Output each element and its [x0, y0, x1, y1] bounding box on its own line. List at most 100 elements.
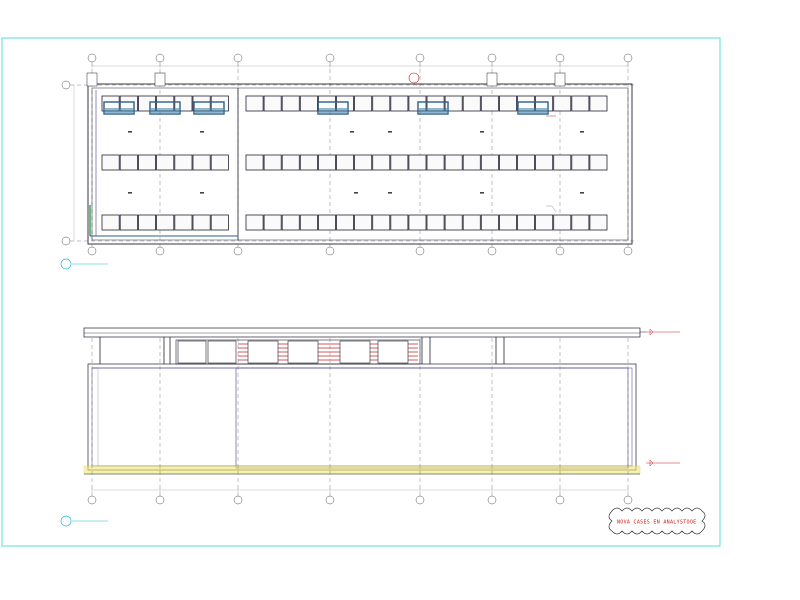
level-marker-bottom [646, 459, 680, 467]
elev-clerestory-panel [377, 340, 409, 364]
plan-panel-right-row [408, 214, 427, 231]
plan-marker-tick [388, 192, 392, 194]
plan-panel-right-row [571, 95, 590, 112]
plan-panel-left-row [210, 214, 229, 231]
plan-panel-left-row [174, 214, 193, 231]
plan-panel-right-row [372, 214, 391, 231]
plan-grid-bubble-top [623, 53, 633, 63]
plan-panel-right-row [263, 95, 282, 112]
plan-panel-right-row [553, 214, 572, 231]
plan-highlight-fill [319, 108, 347, 113]
plan-red-marker [408, 72, 420, 84]
plan-marker-tick [200, 192, 204, 194]
plan-marker-tick [354, 192, 358, 194]
elev-inner-panel-left [97, 367, 237, 467]
plan-column-notch [554, 72, 566, 87]
plan-panel-right-row [408, 154, 427, 171]
plan-panel-right-row [390, 214, 409, 231]
plan-marker-tick [388, 131, 392, 133]
plan-panel-left-row [192, 154, 211, 171]
plan-column-notch [86, 72, 98, 87]
plan-marker-tick [580, 192, 584, 194]
plan-panel-right-row [263, 214, 282, 231]
plan-panel-right-row [390, 95, 409, 112]
plan-highlight-panel [517, 101, 549, 115]
plan-column-notch [154, 72, 166, 87]
plan-grid-bubble-top [87, 53, 97, 63]
plan-panel-right-row [480, 154, 499, 171]
plan-grid-bubble-top [233, 53, 243, 63]
plan-highlight-panel [317, 101, 349, 115]
plan-highlight-fill [105, 108, 133, 113]
plan-panel-right-row [571, 214, 590, 231]
revision-cloud: NOVA CASES EN ANALYSTOOE [608, 507, 706, 535]
plan-marker-tick [480, 192, 484, 194]
plan-panel-right-row [517, 214, 536, 231]
elev-roof-slab [83, 327, 641, 338]
plan-panel-right-row [589, 95, 608, 112]
elev-clerestory-panel [247, 340, 279, 364]
plan-column-notch [486, 72, 498, 87]
plan-panel-right-row [390, 154, 409, 171]
plan-highlight-fill [151, 108, 179, 113]
plan-highlight-panel [417, 101, 449, 115]
plan-panel-right-row [553, 154, 572, 171]
plan-grid-bubble-bottom [487, 246, 497, 256]
plan-highlight-panel [193, 101, 225, 115]
plan-panel-right-row [462, 214, 481, 231]
elev-clerestory-panel [339, 340, 371, 364]
plan-highlight-fill [419, 108, 447, 113]
plan-panel-right-row [281, 214, 300, 231]
plan-panel-left-row [137, 154, 156, 171]
level-marker-top [646, 328, 680, 336]
elev-clerestory-panel [207, 340, 237, 364]
elev-clerestory-panel [287, 340, 319, 364]
plan-panel-left-row [119, 214, 138, 231]
plan-panel-right-row [299, 154, 318, 171]
plan-view-title-block [60, 258, 108, 270]
elev-main-wall [87, 363, 637, 471]
elev-grid-bubble [555, 495, 565, 505]
plan-panel-right-row [336, 154, 355, 171]
plan-panel-right-row [462, 154, 481, 171]
plan-panel-left-row [137, 214, 156, 231]
plan-highlight-panel [149, 101, 181, 115]
plan-highlight-panel [103, 101, 135, 115]
plan-marker-tick [200, 131, 204, 133]
plan-grid-bubble-bottom [415, 246, 425, 256]
plan-panel-left-row [101, 154, 120, 171]
plan-panel-right-row [498, 214, 517, 231]
plan-panel-right-row [354, 154, 373, 171]
plan-panel-right-row [317, 214, 336, 231]
elev-grid-bubble [415, 495, 425, 505]
plan-grid-bubble-bottom [623, 246, 633, 256]
plan-panel-right-row [535, 154, 554, 171]
elev-grid-bubble [233, 495, 243, 505]
plan-grid-bubble-top [325, 53, 335, 63]
plan-panel-right-row [245, 154, 264, 171]
plan-marker-tick [128, 131, 132, 133]
plan-panel-right-row [480, 214, 499, 231]
elevation-view [83, 327, 646, 505]
plan-panel-right-row [299, 214, 318, 231]
plan-panel-right-row [245, 214, 264, 231]
plan-panel-right-row [535, 214, 554, 231]
plan-panel-right-row [263, 154, 282, 171]
plan-marker-tick [350, 131, 354, 133]
plan-panel-right-row [498, 154, 517, 171]
elevation-view-title-block [60, 515, 108, 527]
plan-panel-right-row [299, 95, 318, 112]
elev-inner-wall [91, 367, 633, 467]
plan-grid-bubble-bottom [325, 246, 335, 256]
elev-inner-panel-right [235, 367, 629, 469]
plan-panel-right-row [444, 154, 463, 171]
plan-panel-right-row [444, 95, 463, 112]
plan-grid-bubble-top [155, 53, 165, 63]
plan-panel-left-row [174, 154, 193, 171]
elev-grid-bubble [487, 495, 497, 505]
elev-grid-bubble [87, 495, 97, 505]
plan-panel-left-row [156, 154, 175, 171]
plan-panel-right-row [498, 95, 517, 112]
elev-grid-bubble [623, 495, 633, 505]
plan-grid-bubble-left [61, 80, 71, 90]
